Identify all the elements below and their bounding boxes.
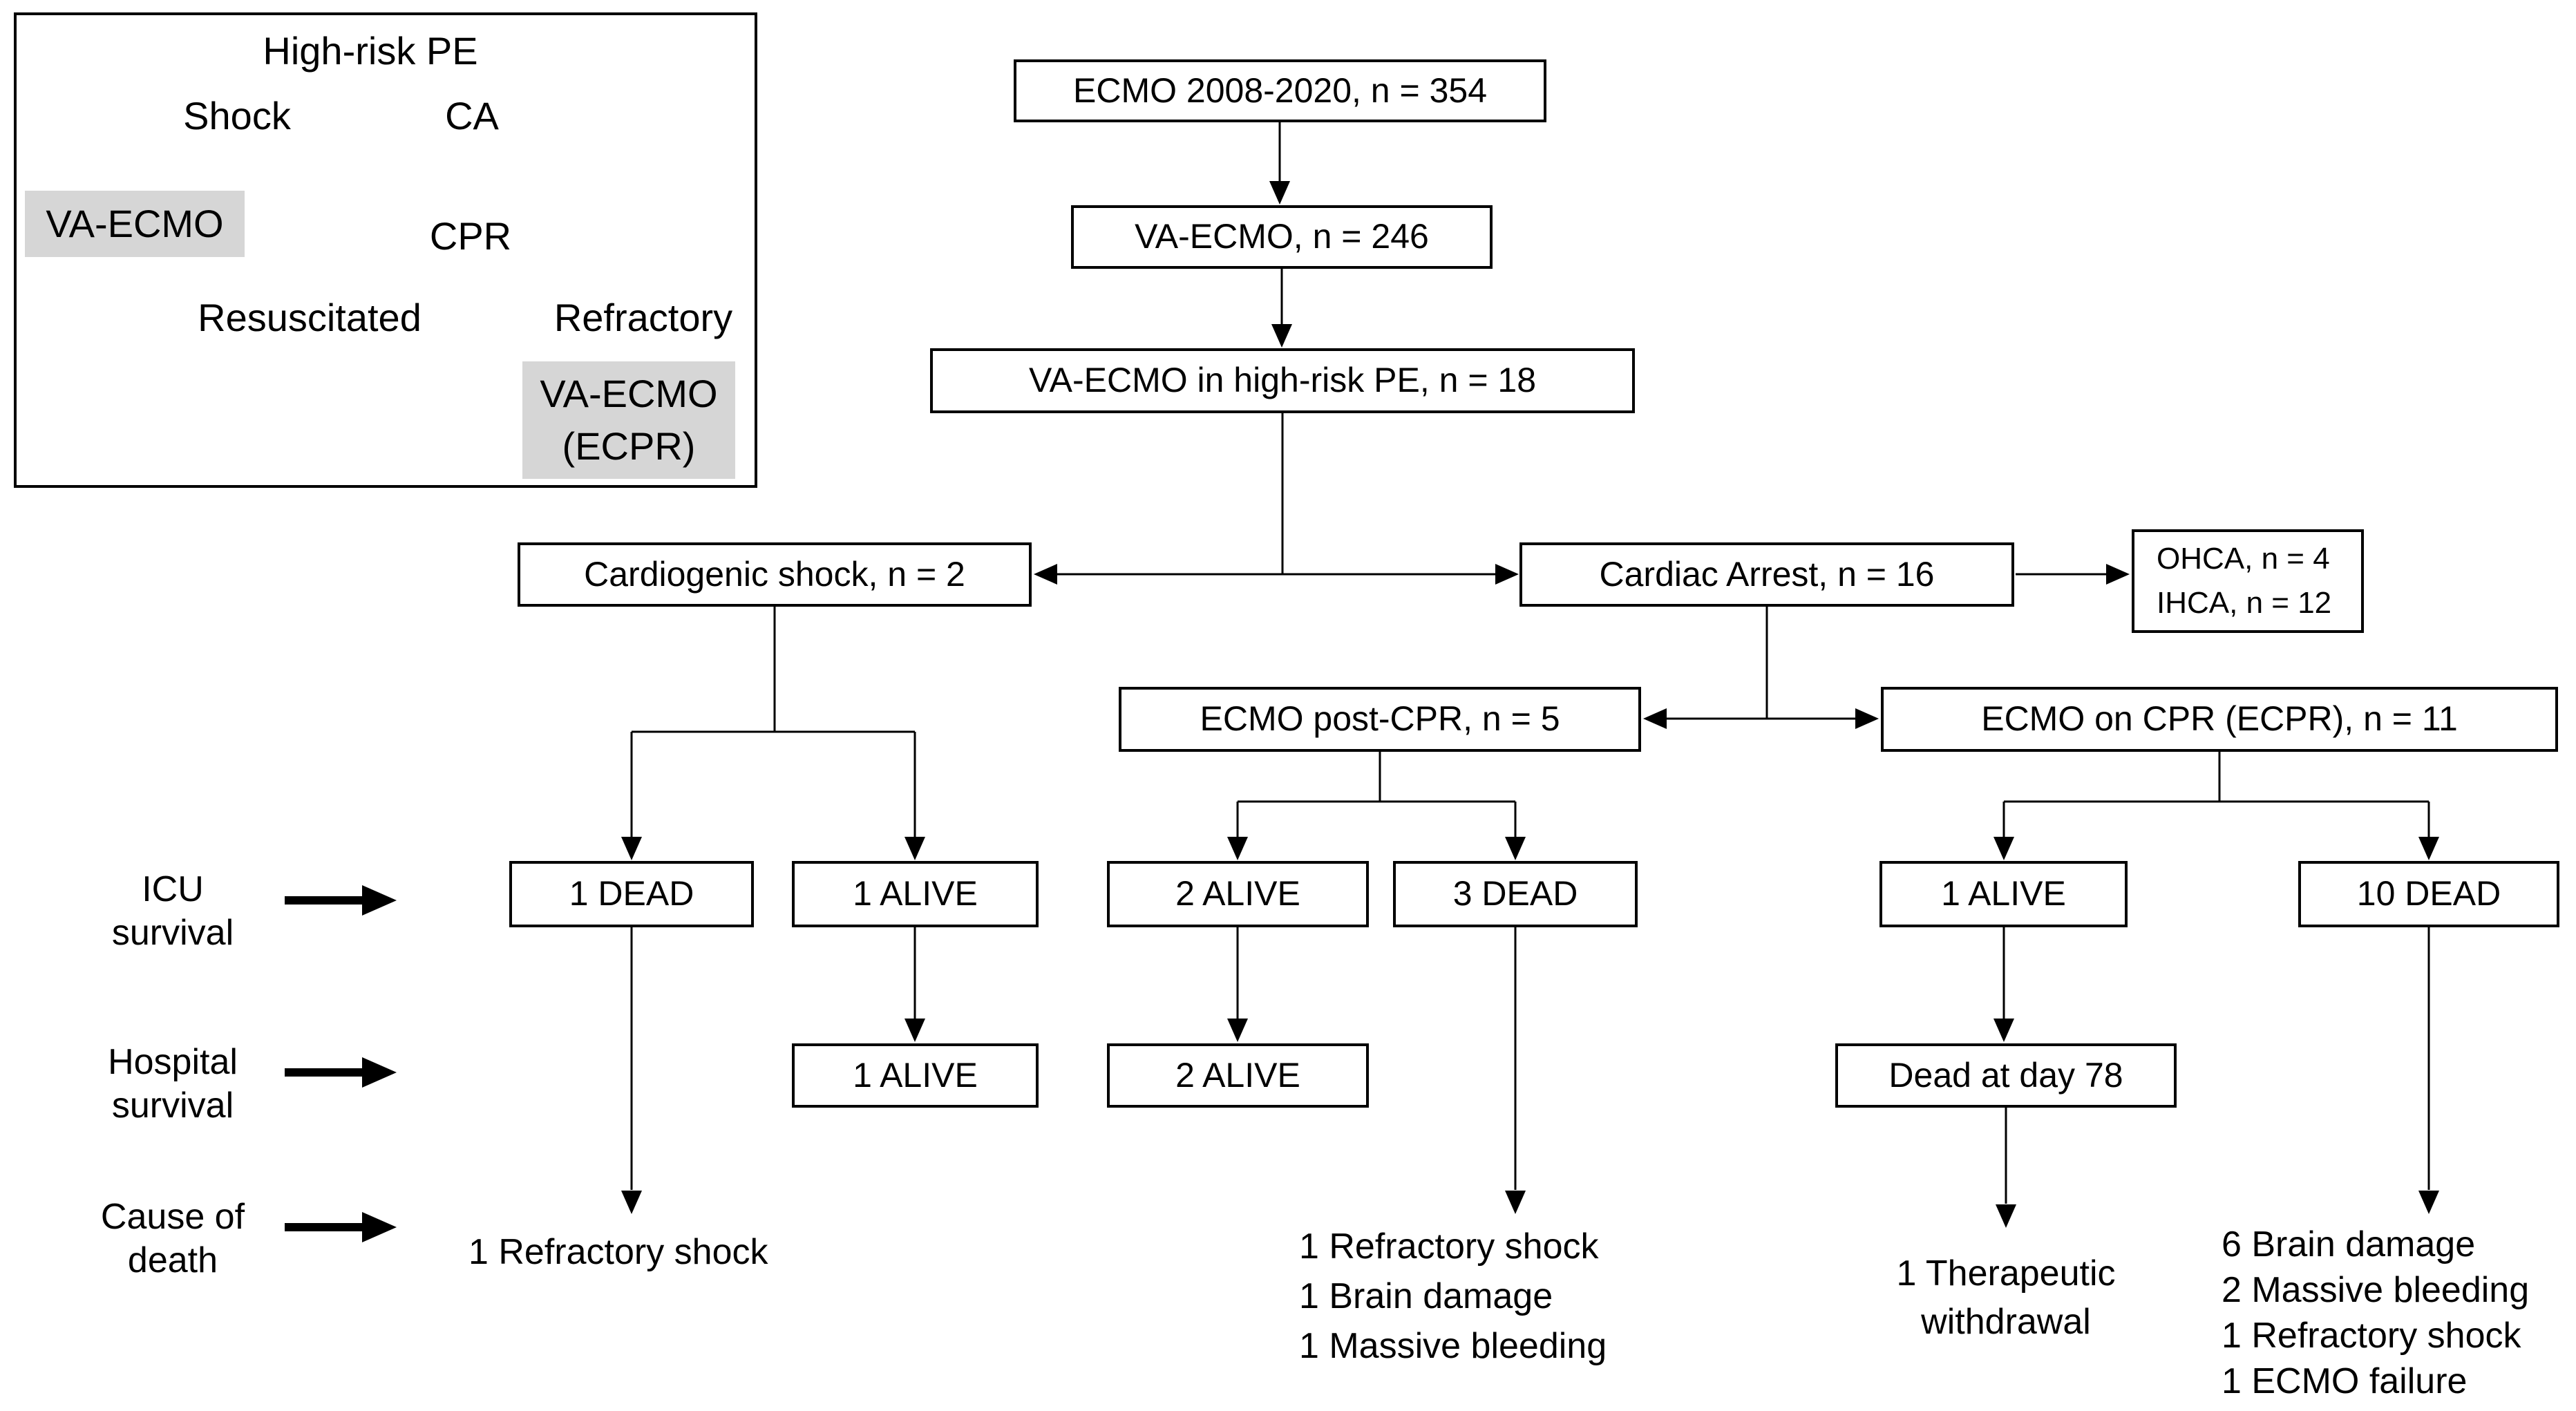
- inset-ca-label: CA: [445, 94, 499, 138]
- cause-ecpr-item: 6 Brain damage: [2222, 1224, 2476, 1265]
- box-ecmo-post-cpr: ECMO post-CPR, n = 5: [1119, 687, 1641, 752]
- inset-va-ecmo-label: VA-ECMO: [46, 202, 224, 246]
- box-icu-postcpr-dead: 3 DEAD: [1393, 861, 1638, 927]
- cause-post-cpr-item: 1 Brain damage: [1299, 1276, 1553, 1316]
- box-cardiogenic-shock: Cardiogenic shock, n = 2: [518, 542, 1032, 607]
- box-icu-ecpr-dead: 10 DEAD: [2298, 861, 2559, 927]
- cause-post-cpr: 1 Refractory shock 1 Brain damage 1 Mass…: [1299, 1222, 1607, 1371]
- inset-resuscitated-label: Resuscitated: [198, 296, 422, 339]
- inset-va-ecmo-box: VA-ECMO: [25, 191, 245, 257]
- inset-va-ecmo-ecpr-label: VA-ECMO (ECPR): [540, 372, 718, 468]
- inset-refractory-label: Refractory: [553, 296, 733, 339]
- row-label-icu-survival: ICU survival: [111, 869, 234, 954]
- box-va-ecmo-high-risk-pe: VA-ECMO in high-risk PE, n = 18: [930, 348, 1635, 413]
- row-label-cause-of-death: Cause of death: [100, 1197, 245, 1281]
- cause-ecpr-item: 2 Massive bleeding: [2222, 1270, 2530, 1310]
- inset-shock-label: Shock: [183, 94, 291, 138]
- inset-va-ecmo-ecpr-box: VA-ECMO (ECPR): [522, 361, 735, 479]
- box-ohca-ihca: OHCA, n = 4 IHCA, n = 12: [2132, 529, 2364, 633]
- cause-ecpr: 6 Brain damage 2 Massive bleeding 1 Refr…: [2222, 1222, 2529, 1404]
- cause-cardiogenic-item: 1 Refractory shock: [468, 1232, 768, 1272]
- cause-ecpr-item: 1 Refractory shock: [2222, 1316, 2521, 1356]
- box-icu-postcpr-alive: 2 ALIVE: [1107, 861, 1369, 927]
- box-hospital-ecpr-dead78: Dead at day 78: [1835, 1043, 2177, 1108]
- box-va-ecmo: VA-ECMO, n = 246: [1071, 205, 1493, 269]
- cause-ecpr-late-death: 1 Therapeutic withdrawal: [1896, 1253, 2116, 1342]
- cause-cardiogenic: 1 Refractory shock: [468, 1231, 768, 1273]
- box-icu-cardiogenic-alive: 1 ALIVE: [792, 861, 1039, 927]
- box-hospital-postcpr-alive: 2 ALIVE: [1107, 1043, 1369, 1108]
- box-hospital-cardiogenic-alive: 1 ALIVE: [792, 1043, 1039, 1108]
- box-cardiac-arrest: Cardiac Arrest, n = 16: [1519, 542, 2014, 607]
- box-ecmo-total: ECMO 2008-2020, n = 354: [1014, 59, 1546, 122]
- inset-high-risk-pe-label: High-risk PE: [263, 29, 478, 73]
- cause-ecpr-item: 1 ECMO failure: [2222, 1361, 2468, 1401]
- row-label-hospital-survival: Hospital survival: [108, 1042, 238, 1126]
- inset-cpr-label: CPR: [429, 214, 512, 258]
- cause-post-cpr-item: 1 Massive bleeding: [1299, 1326, 1607, 1366]
- cause-post-cpr-item: 1 Refractory shock: [1299, 1227, 1599, 1267]
- box-icu-cardiogenic-dead: 1 DEAD: [509, 861, 754, 927]
- box-ecmo-on-cpr-ecpr: ECMO on CPR (ECPR), n = 11: [1881, 687, 2558, 752]
- box-icu-ecpr-alive: 1 ALIVE: [1879, 861, 2128, 927]
